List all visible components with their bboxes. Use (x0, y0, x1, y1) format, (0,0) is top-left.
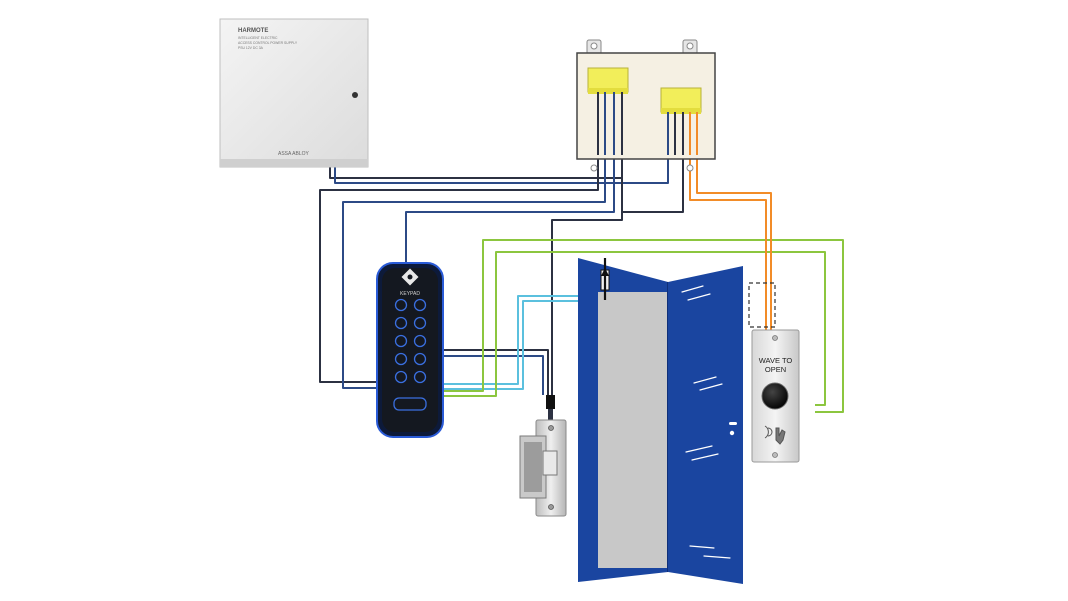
key-2 (413, 298, 427, 312)
wire-keypad-relay-1 (440, 349, 549, 395)
key-6 (413, 334, 427, 348)
exit-button-text-1: WAVE TO (759, 356, 793, 365)
key-7 (394, 352, 408, 366)
door-handle-icon (729, 422, 737, 436)
door-contact-sensor (600, 258, 610, 300)
wire-cyan-2 (440, 300, 606, 390)
lock-icon (352, 92, 358, 98)
door (578, 258, 743, 584)
key-5 (394, 334, 408, 348)
keypad-card-reader-icon (393, 397, 427, 411)
psu-brand: ASSA ABLOY (278, 151, 310, 157)
keypad-keys (394, 298, 427, 384)
keypad-reader: KEYPAD (376, 262, 444, 438)
door-leaf (668, 266, 743, 584)
key-3 (394, 316, 408, 330)
keypad-brand: KEYPAD (400, 291, 420, 297)
psu-line1: INTELLIGENT ELECTRIC (238, 36, 278, 40)
exit-button-plate: WAVE TO OPEN (751, 329, 800, 463)
wave-hand-icon (764, 425, 786, 445)
junction-box (576, 39, 716, 172)
key-9 (394, 370, 408, 384)
exit-button-text-2: OPEN (765, 365, 786, 374)
exit-button-sensor (761, 382, 789, 410)
key-4 (413, 316, 427, 330)
key-1 (394, 298, 408, 312)
wire-green-2 (440, 251, 826, 406)
electric-strike (519, 395, 567, 517)
power-supply-box: HARMOTE INTELLIGENT ELECTRIC ACCESS CONT… (219, 18, 369, 168)
psu-line3: PSU 12V DC 3A (238, 46, 264, 50)
key-0 (413, 370, 427, 384)
wire-psu-blue (334, 155, 669, 184)
wire-cyan-1 (440, 295, 606, 385)
wire-keypad-blue (342, 97, 606, 389)
key-8 (413, 352, 427, 366)
wire-green-1 (440, 239, 844, 413)
psu-title: HARMOTE (238, 28, 268, 34)
wire-keypad-relay-2 (440, 355, 544, 395)
psu-line2: ACCESS CONTROL POWER SUPPLY (238, 41, 298, 45)
wire-junction-right (621, 152, 684, 213)
